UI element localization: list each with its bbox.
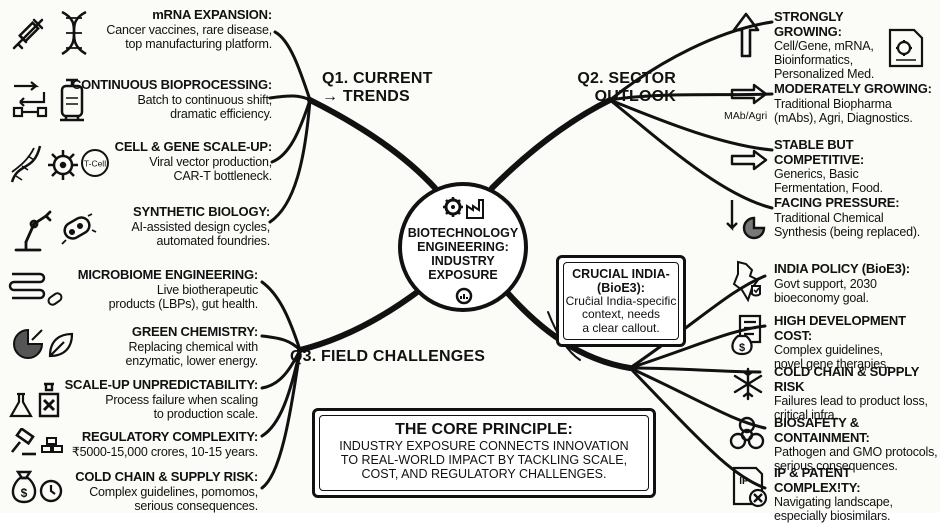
node-continuous-bioprocessing: CONTINUOUS BIOPROCESSING: Batch to conti…: [71, 77, 272, 121]
flask-icon: [9, 392, 33, 418]
dna-strand-icon: [10, 145, 42, 183]
arrow-right-icon: [730, 83, 768, 105]
gear-chart-icon: [455, 287, 473, 305]
document-gear-icon: [888, 28, 924, 68]
node-scaleup-unpredictability: SCALE-UP UNPREDICTABILITY: Process failu…: [64, 377, 259, 421]
syringe-icon: [12, 18, 44, 50]
money-bag-icon: $: [11, 470, 37, 504]
q1-label: Q1. CURRENT→ TRENDS: [322, 70, 433, 105]
arrow-down-pie-icon: [726, 200, 766, 240]
node-cold-chain-left: COLD CHAIN & SUPPLY RISK: Complex guidel…: [75, 469, 258, 513]
biohazard-icon: [729, 416, 765, 450]
capsule-icon: [47, 292, 63, 306]
node-ip-patent-complexity: IP & PATENT COMPLEX!TY: Navigating lands…: [774, 465, 893, 523]
node-cell-gene-scaleup: CELL & GENE SCALE-UP: Viral vector produ…: [114, 139, 273, 183]
node-stable-competitive: STABLE BUT COMPETITIVE: Generics, Basic …: [774, 137, 883, 196]
svg-text:$: $: [21, 486, 28, 500]
bioreactor-icon: [60, 78, 84, 122]
arrow-right-icon: [730, 149, 768, 171]
crucial-india-callout: CRUCIAL INDIA- (BioE3): Cruĉial India-sp…: [556, 255, 686, 347]
tcell-icon: T-Cell: [81, 149, 109, 177]
central-topic-node: BIOTECHNOLOGY ENGINEERING: INDUSTRY EXPO…: [398, 182, 528, 312]
arrow-up-icon: [732, 12, 760, 58]
node-high-development-cost: HIGH DEVELOPMENT COST: Complex guideline…: [774, 313, 906, 372]
node-synthetic-biology: SYNTHETIC BIOLOGY: AI-assisted design cy…: [131, 204, 270, 248]
document-dollar-icon: $: [731, 314, 762, 356]
node-biosafety-containment: BIOSAFETY & CONTAINMENT: Pathogen and GM…: [774, 415, 938, 474]
q3-label: Q3. FIELD CHALLENGES: [290, 348, 486, 365]
india-map-icon: [732, 260, 761, 303]
mab-agri-label: MAb/Agri: [724, 110, 768, 122]
pie-leaf-icon: [13, 328, 44, 359]
gear-factory-icon: [443, 197, 484, 219]
node-mrna-expansion: mRNA EXPANSION: Cancer vaccines, rare di…: [106, 7, 272, 51]
tcell-label: T-Cell: [84, 159, 106, 169]
robot-arm-icon: [14, 210, 52, 252]
clock-icon: [39, 479, 63, 503]
node-facing-pressure: FACING PRESSURE: Traditional Chemical Sy…: [774, 195, 921, 239]
patent-doc-icon: IP: [732, 466, 768, 508]
process-arrows-icon: [12, 81, 48, 118]
bricks-icon: [41, 437, 63, 453]
dna-icon: [61, 10, 87, 56]
node-green-chemistry: GREEN CHEMISTRY: Replacing chemical with…: [125, 324, 258, 368]
gavel-icon: [10, 428, 36, 456]
intestine-icon: [8, 272, 46, 300]
svg-text:$: $: [739, 342, 745, 354]
virus-icon: [48, 150, 78, 180]
bacteria-icon: [61, 213, 97, 245]
node-microbiome-engineering: MICROBIOME ENGINEERING: Live biotherapeu…: [77, 267, 258, 311]
node-cold-chain-right: COLD CHAIN & SUPPLY RISK Failures lead t…: [774, 364, 928, 423]
leaf-icon: [48, 332, 74, 358]
node-moderately-growing: MODERATELY GROWING: Traditional Biopharm…: [774, 81, 932, 125]
central-topic-title: BIOTECHNOLOGY ENGINEERING: INDUSTRY EXPO…: [407, 226, 519, 282]
node-strongly-growing: STRONGLY GROWING: Cell/Gene, mRNA, Bioin…: [774, 9, 875, 82]
bottle-x-icon: [38, 382, 60, 418]
node-regulatory-complexity: REGULATORY COMPLEXITY: ₹5000-15,000 cror…: [71, 429, 258, 459]
ip-label: IP: [739, 476, 749, 487]
snowflake-icon: [733, 367, 763, 401]
node-india-policy: INDIA POLICY (BioE3): Govt support, 2030…: [774, 261, 910, 305]
core-principle-box: THE CORE PRINCIPLE: INDUSTRY EXPOSURE CO…: [312, 408, 656, 498]
